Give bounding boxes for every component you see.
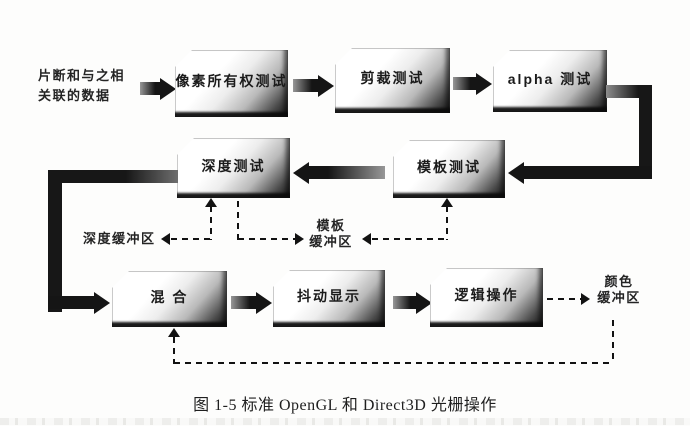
arrow-stencil-to-depth	[293, 161, 385, 184]
dashed-line-feedback-up	[173, 337, 175, 364]
arrow-dither-to-logic-op	[393, 291, 432, 314]
label-fragment-data-line2: 关联的数据	[38, 88, 111, 103]
arrow-alpha-to-stencil-head	[508, 161, 652, 184]
node-pixel-ownership-test-label: 像素所有权测试	[175, 73, 288, 89]
node-dither: 抖动显示	[273, 270, 385, 327]
node-scissor-test-label: 剪裁测试	[360, 70, 425, 86]
node-logic-op: 逻辑操作	[430, 268, 543, 327]
node-stencil-test-label: 模板测试	[417, 158, 481, 175]
node-alpha-test-label: alpha 测试	[507, 70, 593, 87]
scan-artifact-strip	[0, 418, 690, 425]
dashed-line-stencil-buffer-right	[372, 238, 448, 240]
label-color-buffer: 颜色 缓冲区	[591, 274, 647, 306]
dashed-arrowhead-to-stencil-buffer	[295, 233, 304, 245]
arrow-depth-to-blend-head	[48, 291, 110, 314]
dashed-arrowhead-into-stencil-test	[441, 198, 453, 207]
arrow-blend-to-dither	[231, 291, 272, 314]
node-dither-label: 抖动显示	[297, 288, 361, 304]
node-logic-op-label: 逻辑操作	[454, 287, 519, 303]
node-depth-test-label: 深度测试	[201, 157, 266, 174]
node-blend: 混 合	[112, 271, 227, 327]
arrow-alpha-to-stencil-vertical	[639, 85, 652, 177]
label-stencil-buffer: 模板 缓冲区	[303, 218, 359, 250]
dashed-arrowhead-into-depth-test	[205, 198, 217, 207]
label-fragment-data: 片断和与之相 关联的数据	[38, 66, 148, 106]
dashed-line-to-stencil-buffer-left	[238, 238, 295, 240]
label-color-buffer-line2: 缓冲区	[597, 290, 641, 305]
label-depth-buffer: 深度缓冲区	[83, 231, 156, 246]
dashed-arrowhead-into-blend	[168, 328, 180, 337]
dashed-line-color-buffer-down	[612, 320, 614, 364]
dashed-arrowhead-to-color-buffer	[581, 293, 590, 305]
node-scissor-test: 剪裁测试	[335, 48, 450, 113]
label-color-buffer-line1: 颜色	[604, 274, 634, 289]
node-blend-label: 混 合	[150, 288, 189, 305]
arrow-input-to-pixel-ownership	[140, 77, 176, 100]
node-alpha-test: alpha 测试	[493, 50, 607, 112]
dashed-line-feedback-horizontal	[174, 362, 614, 364]
dashed-line-logic-to-color-buffer	[547, 298, 581, 300]
dashed-line-buffer-to-stencil-test	[446, 206, 448, 240]
arrow-scissor-to-alpha	[453, 72, 492, 95]
node-depth-test: 深度测试	[177, 138, 290, 198]
arrow-depth-to-blend-horizontal	[48, 170, 178, 183]
dashed-arrowhead-to-depth-buffer	[161, 233, 170, 245]
node-stencil-test: 模板测试	[393, 140, 505, 198]
label-stencil-buffer-line2: 缓冲区	[309, 234, 353, 249]
figure-caption: 图 1-5 标准 OpenGL 和 Direct3D 光栅操作	[193, 397, 497, 414]
dashed-arrowhead-into-stencil-buffer-right	[362, 233, 371, 245]
node-pixel-ownership-test: 像素所有权测试	[175, 50, 288, 117]
label-fragment-data-line1: 片断和与之相	[38, 68, 126, 83]
label-stencil-buffer-line1: 模板	[316, 218, 346, 233]
arrow-pixel-ownership-to-scissor	[293, 74, 334, 97]
arrow-depth-to-blend-vertical	[48, 170, 62, 312]
dashed-line-depth-buffer-horizontal	[171, 238, 212, 240]
dashed-line-depth-test-down	[237, 201, 239, 240]
dashed-line-buffer-to-depth-test	[210, 206, 212, 240]
